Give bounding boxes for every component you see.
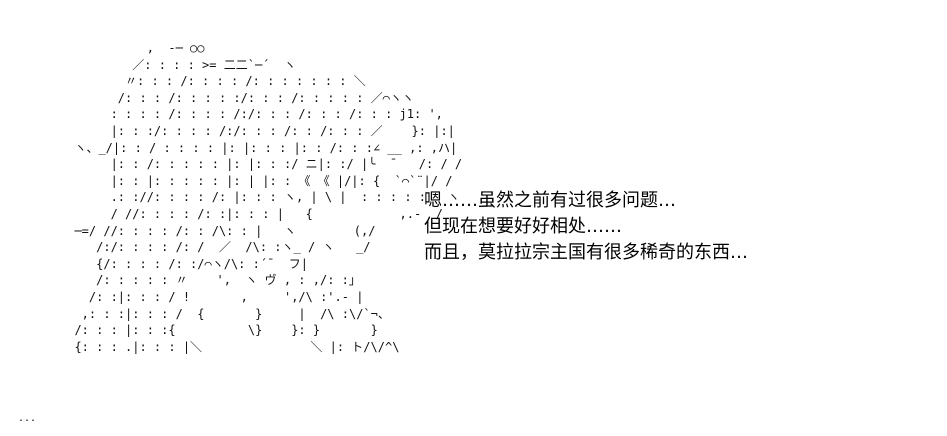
art-line: ／: : : : >= 二二`─´ ヽ <box>132 57 296 72</box>
dialogue-line-1: 嗯……虽然之前有过很多问题… <box>424 190 676 211</box>
art-line: ,: : :|: : : / { } | /\ :\/`¬、 <box>81 306 390 321</box>
art-line: /:/: : : : /: / ／ /\: :ヽ_ / ヽ _/ <box>96 240 371 255</box>
art-line: /: :|: : : / ! , ',/\ :'.- | <box>88 289 364 304</box>
dialogue-text: 嗯……虽然之前有过很多问题… 但现在想要好好相处…… 而且，莫拉拉宗主国有很多稀… <box>424 188 748 266</box>
art-line: {/: : : : /: :/⌒ヽ/\: :´¯ フ| <box>96 256 308 271</box>
dialogue-line-2: 但现在想要好好相处…… <box>424 216 622 237</box>
art-line: : : : : /: : : : /:/: : : /: : : /: : : … <box>110 107 443 122</box>
art-line: ─=/ //: : : : /: : /\: : | ヽ (,/ <box>74 223 376 238</box>
art-line: ヽ、_/|: : / : : : : |: |: : : |: : /: : :… <box>74 140 458 155</box>
art-line: |: : :/: : : : /:/: : : /: : /: : : ／ }:… <box>110 123 455 138</box>
art-line: .: ://: : : : /: |: : : ヽ, | \ | : : : :… <box>110 190 460 205</box>
art-line: {: : : .|: : : |＼ ＼ |: ト/\/^\ <box>74 339 400 354</box>
art-line: |: : |: : : : : |: | |: : 《 《 |/|: { `⌒`… <box>110 173 453 188</box>
art-line: /: : : |: : :{ \} }: } } <box>74 323 378 338</box>
ascii-art-character: , -─ ○○ ／: : : : >= 二二`─´ ヽ 〃: : : /: : … <box>60 40 462 355</box>
corner-mark: ... <box>18 413 37 424</box>
art-line: /: : : /: : : : :/: : : /: : : : : ／⌒ヽヽ <box>117 90 414 105</box>
art-line: 〃: : : /: : : : /: : : : : : : ＼ <box>125 74 366 89</box>
art-line: / //: : : : /: :|: : : | { ,.- / <box>110 206 443 221</box>
art-line: |: : /: : : : : |: |: : :/ ニ|: :/ |╰ ¯ /… <box>110 157 463 172</box>
art-line: , -─ ○○ <box>146 41 205 55</box>
art-line: /: : : : : 〃 ', ヽ ヴ , : ,/: :」 <box>96 273 361 288</box>
dialogue-line-3: 而且，莫拉拉宗主国有很多稀奇的东西… <box>424 242 748 263</box>
